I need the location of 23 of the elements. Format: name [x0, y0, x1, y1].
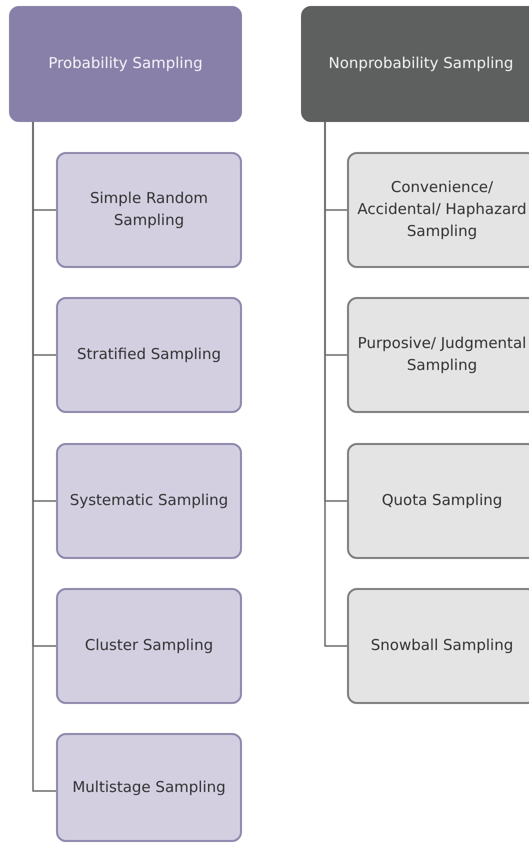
method-box: [56, 297, 242, 413]
box-label: Purposive/ Judgmental Sampling: [356, 333, 528, 376]
box-label: Systematic Sampling: [68, 490, 230, 512]
box-label: Multistage Sampling: [71, 776, 227, 798]
box-label: Stratified Sampling: [76, 344, 222, 366]
box-label: Probability Sampling: [47, 53, 204, 74]
method-box: [347, 443, 529, 559]
method-box: [56, 443, 242, 559]
method-box: [347, 588, 529, 704]
method-box: [56, 733, 242, 842]
method-box: [56, 152, 242, 268]
method-box: [347, 297, 529, 413]
category-box: [9, 6, 242, 122]
box-label: Simple Random Sampling: [88, 188, 210, 231]
category-box: [301, 6, 529, 122]
box-label: Convenience/ Accidental/ Haphazard Sampling: [356, 177, 528, 242]
box-label: Quota Sampling: [380, 490, 504, 512]
method-box: [347, 152, 529, 268]
box-label: Nonprobability Sampling: [328, 53, 514, 74]
box-label: Cluster Sampling: [84, 635, 214, 656]
connector-line: [324, 122, 347, 647]
box-label: Snowball Sampling: [370, 635, 514, 656]
method-box: [56, 588, 242, 704]
